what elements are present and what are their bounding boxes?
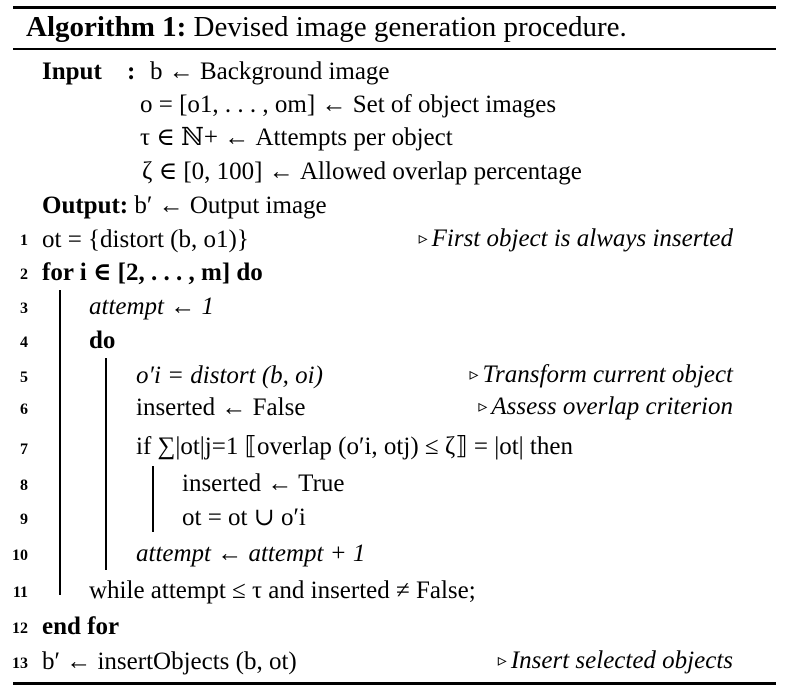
- comment-triangle-icon: ▹: [469, 364, 479, 384]
- line-number-2: 2: [20, 266, 28, 283]
- if-block-guide: [152, 466, 154, 532]
- line-number-10: 10: [12, 547, 28, 564]
- line-1-code: ot = {distort (b, o1)}: [42, 226, 249, 253]
- comment-triangle-icon: ▹: [478, 396, 488, 416]
- line-number-8: 8: [20, 477, 28, 494]
- line-8-code: inserted ← True: [182, 470, 345, 497]
- line-7-code: if ∑|ot|j=1 ⟦overlap (o′i, otj) ≤ ζ⟧ = |…: [136, 433, 573, 460]
- algorithm-label: Algorithm 1:: [26, 11, 187, 43]
- input-label: Input: [42, 58, 102, 85]
- line-3-code: attempt ← 1: [89, 293, 214, 320]
- comment-triangle-icon: ▹: [497, 650, 507, 670]
- line-12-code: end for: [42, 613, 120, 640]
- line-5-comment: ▹Transform current object: [469, 361, 733, 388]
- line-4-code: do: [89, 327, 116, 354]
- line-9-code: ot = ot ∪ o′i: [182, 504, 306, 531]
- line-number-6: 6: [20, 401, 28, 418]
- input-overlap: ζ ∈ [0, 100] ← Allowed overlap percentag…: [142, 158, 582, 185]
- caption-rule: [13, 48, 776, 50]
- input-background: b ← Background image: [150, 58, 390, 85]
- top-rule: [13, 6, 776, 9]
- line-number-5: 5: [20, 369, 28, 386]
- input-label-line: Input: [42, 57, 102, 87]
- algorithm-caption: Algorithm 1: Devised image generation pr…: [26, 11, 627, 44]
- line-number-3: 3: [20, 300, 28, 317]
- output-label: Output:: [42, 192, 129, 219]
- line-number-1: 1: [20, 232, 28, 249]
- input-objects: o = [o1, . . . , om] ← Set of object ima…: [140, 91, 557, 118]
- line-number-11: 11: [12, 584, 28, 601]
- line-6-comment: ▹Assess overlap criterion: [478, 393, 733, 420]
- for-block-guide: [59, 290, 61, 595]
- line-5-code: o′i = distort (b, oi): [136, 362, 323, 389]
- line-11-code: while attempt ≤ τ and inserted ≠ False;: [89, 577, 476, 604]
- line-13-code: b′ ← insertObjects (b, ot): [42, 648, 297, 675]
- line-2-code: for i ∈ [2, . . . , m] do: [42, 259, 263, 286]
- comment-triangle-icon: ▹: [418, 228, 428, 248]
- do-block-guide: [105, 358, 107, 570]
- line-10-code: attempt ← attempt + 1: [136, 540, 366, 567]
- input-colon: :: [127, 58, 136, 85]
- output-line: Output: b′ ← Output image: [42, 191, 327, 221]
- bottom-rule: [13, 682, 776, 685]
- line-number-9: 9: [20, 511, 28, 528]
- line-number-12: 12: [12, 620, 28, 637]
- line-number-4: 4: [20, 334, 28, 351]
- line-number-13: 13: [12, 655, 28, 672]
- line-1-comment: ▹First object is always inserted: [418, 225, 733, 252]
- input-attempts: τ ∈ ℕ+ ← Attempts per object: [140, 124, 453, 151]
- output-value: b′ ← Output image: [134, 192, 327, 219]
- algorithm-title: Devised image generation procedure.: [193, 11, 627, 43]
- line-13-comment: ▹Insert selected objects: [497, 647, 733, 674]
- line-6-code: inserted ← False: [136, 394, 306, 421]
- line-number-7: 7: [20, 441, 28, 458]
